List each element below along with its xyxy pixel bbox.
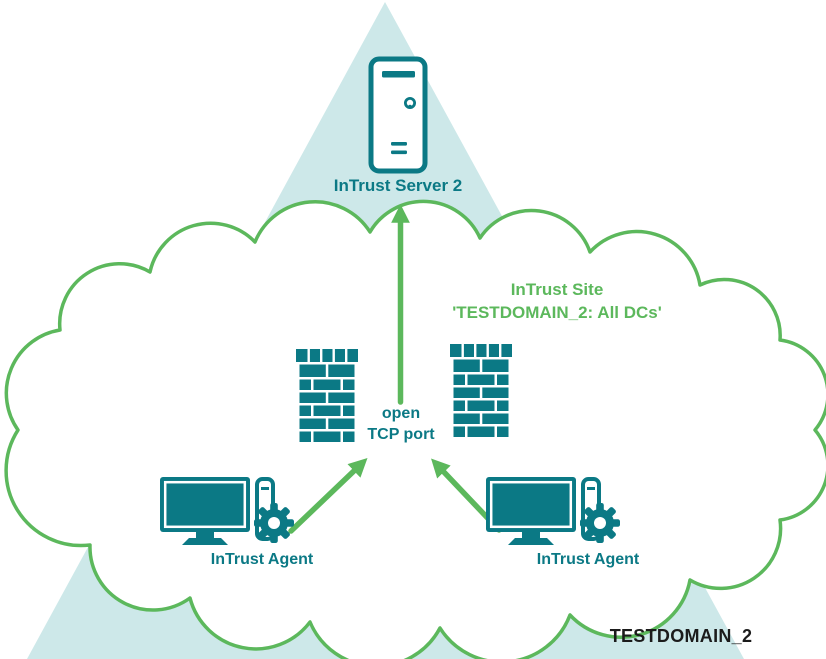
site-label-line1: InTrust Site <box>510 280 604 299</box>
server-vent-line <box>391 142 407 146</box>
server-power-dot <box>408 104 412 109</box>
domain-label: TESTDOMAIN_2 <box>609 626 753 646</box>
port-label-line2: TCP port <box>367 426 435 443</box>
agent-label-left: InTrust Agent <box>210 551 314 568</box>
port-label: open TCP port <box>367 403 434 445</box>
server-label: InTrust Server 2 <box>333 176 463 195</box>
arrow-agent-left-to-port <box>288 458 368 534</box>
port-label-line1: open <box>381 405 421 422</box>
server-body <box>368 56 428 174</box>
server-icon <box>368 56 428 174</box>
agent-label-right: InTrust Agent <box>536 551 640 568</box>
server-drive-slot <box>382 71 415 78</box>
site-label-line2: 'TESTDOMAIN_2: All DCs' <box>452 303 662 322</box>
server-vent-line <box>391 150 407 155</box>
site-label: InTrust Site 'TESTDOMAIN_2: All DCs' <box>452 278 662 324</box>
